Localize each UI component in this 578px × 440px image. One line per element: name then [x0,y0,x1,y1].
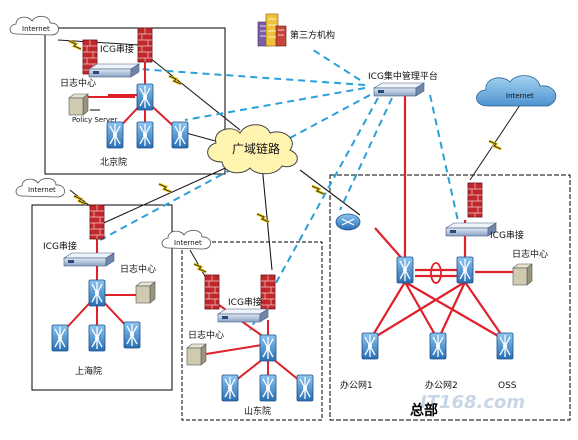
internet-label: Internet [174,239,202,247]
switch-icon [136,83,154,111]
site-label-shanghai: 上海院 [75,365,102,377]
server-icon [68,93,89,116]
icg-platform-icon [373,82,425,97]
log-center-label-hq: 日志中心 [512,248,548,260]
lan-links-hq [369,95,520,341]
server-icon [186,343,207,366]
switch-icon [259,334,277,362]
server-tag: Policy Server [72,116,117,124]
building-icon [257,13,287,47]
oss-label: OSS [498,381,517,391]
log-center-label-beijing: 日志中心 [60,77,96,89]
switch-icon [456,256,474,284]
switch-icon [88,324,106,352]
log-center-label-shanghai: 日志中心 [120,263,156,275]
router-icon [335,213,361,231]
icg-appliance-icon [63,252,115,267]
bolt-icon [487,139,503,151]
firewall-icon [137,27,153,63]
switch-icon [88,279,106,307]
bolt-icon [67,39,83,51]
internet-cloud-hq-icon [476,75,557,107]
site-box-beijing [44,27,226,175]
bolt-icon [157,182,173,194]
office2-label: 办公网2 [425,379,458,391]
bolt-icon [192,262,208,274]
wan-label: 广域链路 [232,141,280,156]
firewall-icon [89,204,105,240]
site-label-shandong: 山东院 [244,405,271,417]
switch-icon [259,374,277,402]
office1-label: 办公网1 [340,379,373,391]
switch-icon [123,321,141,349]
switch-icon [221,374,239,402]
icg-label-beijing: ICG串接 [100,43,134,55]
firewall-icon [204,274,220,310]
server-icon [512,263,533,286]
icg-appliance-icon [217,308,269,323]
site-box-hq [329,174,571,421]
switch-icon [106,121,124,149]
switch-icon [296,374,314,402]
third-party-label: 第三方机构 [290,29,335,41]
icg-appliance-icon [88,63,140,78]
wan-cloud-icon [207,124,298,175]
icg-label-shandong: ICG串接 [228,296,262,308]
icg-label-shanghai: ICG串接 [43,240,77,252]
log-center-label-shandong: 日志中心 [188,329,224,341]
switch-icon [396,256,414,284]
switch-icon [136,121,154,149]
internet-label: Internet [22,25,50,33]
wan-links [90,49,361,271]
site-label-hq: 总部 [410,402,438,419]
icg-label-hq: ICG串接 [490,229,524,241]
internet-label: Internet [28,186,56,194]
server-icon [135,281,156,304]
switch-icon [496,332,514,360]
bolt-icon [72,194,88,206]
firewall-icon [467,182,483,218]
icg-appliance-icon [445,222,497,237]
switch-icon [171,121,189,149]
switch-icon [429,332,447,360]
site-label-beijing: 北京院 [100,156,127,168]
firewall-icon [260,274,276,310]
switch-icon [51,324,69,352]
site-box-shandong [181,241,323,421]
center-platform-label: ICG集中管理平台 [368,70,438,82]
internet-label: Internet [506,92,534,100]
bolt-icon [167,74,183,86]
switch-icon [361,332,379,360]
watermark: IT168.com [420,392,525,413]
